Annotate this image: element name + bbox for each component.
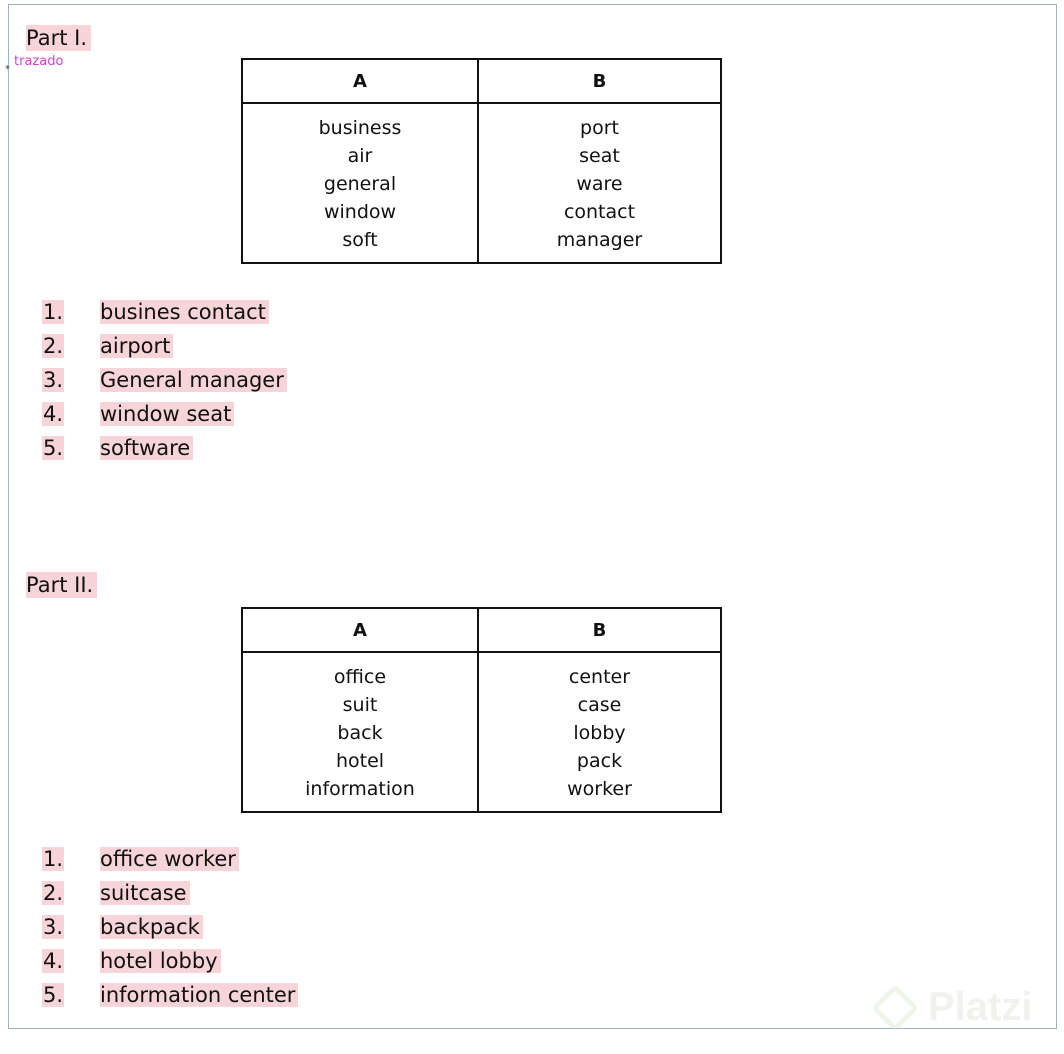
platzi-watermark: Platzi (870, 983, 1033, 1032)
word-cell: ware (576, 173, 623, 195)
word-cell: suit (342, 694, 378, 716)
part-2-heading[interactable]: Part II. (26, 572, 98, 598)
part-1-word-table: A B business air general window soft por… (241, 58, 722, 264)
part-1-heading[interactable]: Part I. (26, 25, 92, 51)
word-cell: information (305, 778, 415, 800)
table-column-b: center case lobby pack worker (477, 651, 722, 813)
word-cell: port (580, 117, 619, 139)
word-cell: air (347, 145, 373, 167)
table-header-b: B (477, 607, 722, 653)
word-cell: office (333, 666, 387, 688)
track-change-comment[interactable]: trazado (14, 54, 64, 69)
word-cell: window (323, 201, 397, 223)
answer-text[interactable]: General manager (100, 368, 287, 392)
list-number: 1. (42, 300, 65, 324)
word-cell: pack (576, 750, 623, 772)
part-1-answer-list: 1. busines contact 2. airport 3. General ma… (42, 299, 287, 469)
table-column-a: business air general window soft (241, 102, 479, 264)
word-cell: case (577, 694, 622, 716)
list-item[interactable]: 3. backpack (42, 914, 298, 948)
document-page (8, 4, 1057, 1029)
answer-text[interactable]: backpack (100, 915, 203, 939)
list-item[interactable]: 5. software (42, 435, 287, 469)
list-item[interactable]: 5. information center (42, 982, 299, 1016)
word-cell: business (318, 117, 402, 139)
comment-marker: * (5, 64, 10, 75)
word-cell: manager (556, 229, 643, 251)
word-cell: contact (563, 201, 636, 223)
list-item[interactable]: 2. suitcase (42, 880, 298, 914)
list-item[interactable]: 3. General manager (42, 367, 287, 401)
platzi-logo-icon (870, 983, 920, 1032)
list-number: 2. (42, 334, 65, 358)
list-item[interactable]: 1. office worker (42, 846, 298, 880)
answer-text[interactable]: information center (100, 983, 299, 1007)
watermark-text: Platzi (928, 985, 1033, 1029)
table-header-a: A (241, 58, 479, 104)
list-item[interactable]: 1. busines contact (42, 299, 287, 333)
answer-text[interactable]: software (100, 436, 194, 460)
list-number: 2. (42, 881, 65, 905)
list-number: 4. (42, 402, 65, 426)
word-cell: general (323, 173, 397, 195)
table-column-a: office suit back hotel information (241, 651, 479, 813)
word-cell: back (337, 722, 383, 744)
word-cell: soft (342, 229, 378, 251)
part-2-answer-list: 1. office worker 2. suitcase 3. backpack 4.… (42, 846, 299, 1016)
list-item[interactable]: 4. window seat (42, 401, 287, 435)
list-number: 5. (42, 983, 65, 1007)
table-header-a: A (241, 607, 479, 653)
list-number: 3. (42, 368, 65, 392)
part-2-word-table: A B office suit back hotel information c… (241, 607, 722, 813)
word-cell: hotel (335, 750, 385, 772)
list-number: 3. (42, 915, 65, 939)
word-cell: seat (579, 145, 620, 167)
list-number: 4. (42, 949, 65, 973)
answer-text[interactable]: window seat (100, 402, 235, 426)
list-item[interactable]: 4. hotel lobby (42, 948, 298, 982)
answer-text[interactable]: airport (100, 334, 174, 358)
list-number: 1. (42, 847, 65, 871)
answer-text[interactable]: suitcase (100, 881, 190, 905)
table-header-b: B (477, 58, 722, 104)
word-cell: lobby (573, 722, 626, 744)
list-number: 5. (42, 436, 65, 460)
list-item[interactable]: 2. airport (42, 333, 287, 367)
answer-text[interactable]: hotel lobby (100, 949, 221, 973)
word-cell: center (568, 666, 631, 688)
table-column-b: port seat ware contact manager (477, 102, 722, 264)
answer-text[interactable]: busines contact (100, 300, 269, 324)
answer-text[interactable]: office worker (100, 847, 239, 871)
word-cell: worker (567, 778, 632, 800)
